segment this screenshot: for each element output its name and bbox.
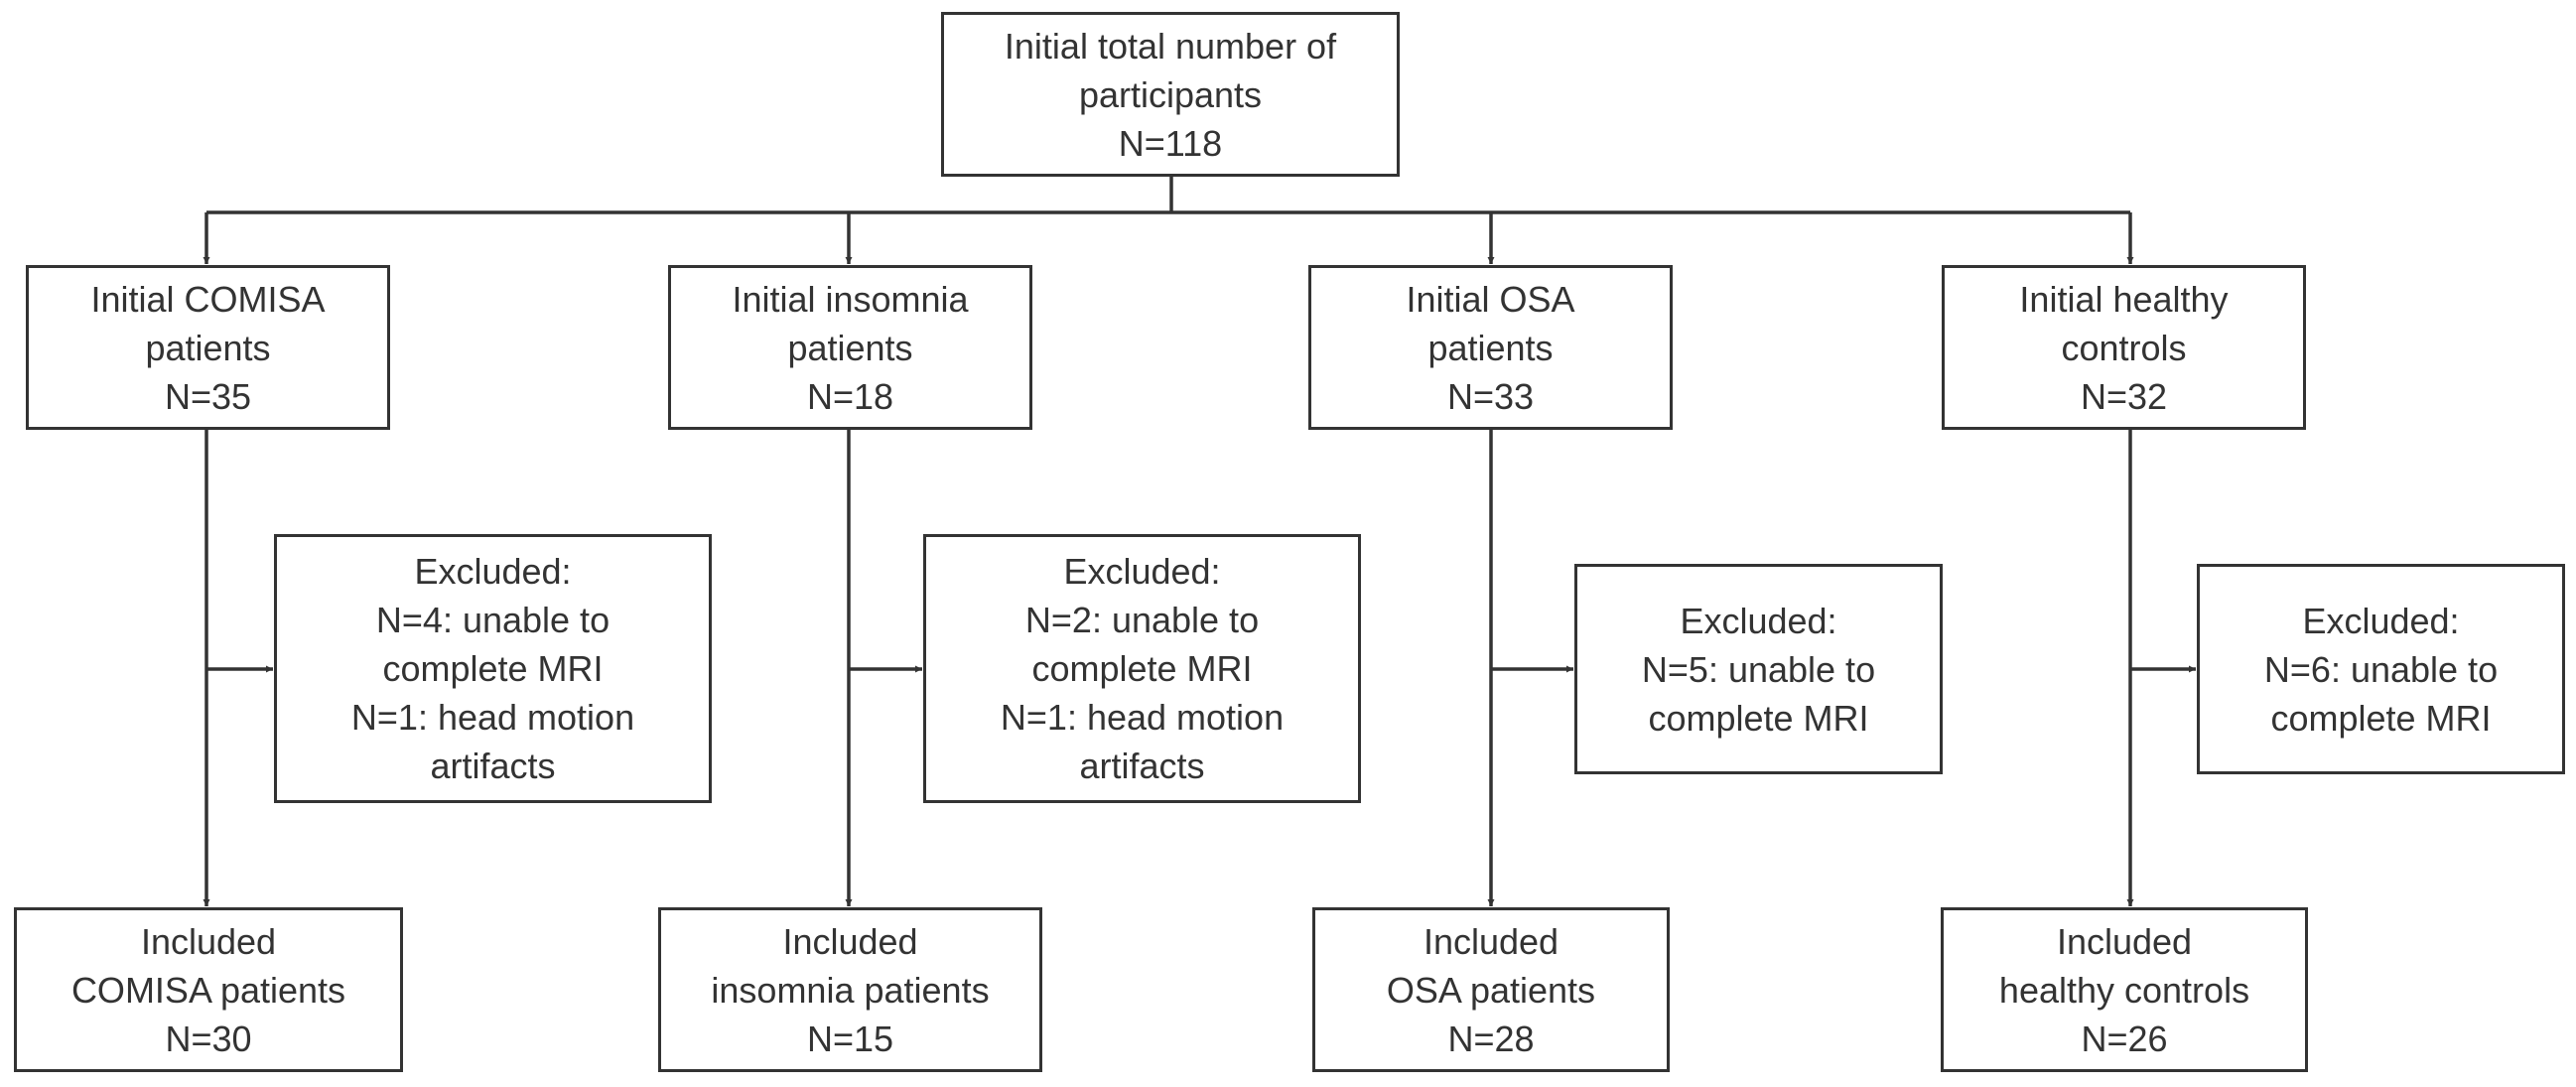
- initial-insomnia-count: N=18: [806, 375, 894, 417]
- included-insomnia-box: Included insomnia patients N=15: [658, 907, 1042, 1072]
- excluded-healthy-line-1: Excluded:: [2302, 600, 2460, 641]
- initial-healthy-line-1: Initial healthy: [2019, 278, 2229, 320]
- initial-insomnia-line-1: Initial insomnia: [732, 278, 969, 320]
- excluded-insomnia-line-1: Excluded:: [1063, 551, 1221, 592]
- initial-comisa-line-1: Initial COMISA: [90, 278, 326, 320]
- initial-healthy-box: Initial healthy controls N=32: [1942, 265, 2306, 430]
- included-osa-line-2: OSA patients: [1386, 969, 1596, 1011]
- excluded-osa-line-3: complete MRI: [1648, 697, 1869, 739]
- excluded-comisa-line-3: complete MRI: [382, 648, 604, 689]
- included-healthy-line-1: Included: [2056, 920, 2193, 962]
- total-participants-line-2: participants: [1078, 73, 1263, 115]
- excluded-comisa-box: Excluded: N=4: unable to complete MRI N=…: [274, 534, 712, 803]
- excluded-comisa-line-2: N=4: unable to: [375, 600, 610, 640]
- excluded-comisa-line-5: artifacts: [430, 746, 556, 786]
- excluded-osa-box: Excluded: N=5: unable to complete MRI: [1574, 564, 1943, 774]
- initial-healthy-count: N=32: [2080, 375, 2168, 417]
- initial-insomnia-line-2: patients: [787, 327, 913, 368]
- included-osa-count: N=28: [1447, 1018, 1535, 1059]
- included-comisa-line-1: Included: [140, 920, 277, 962]
- initial-comisa-line-2: patients: [145, 327, 271, 368]
- excluded-insomnia-line-4: N=1: head motion: [1000, 697, 1285, 738]
- excluded-healthy-line-3: complete MRI: [2270, 697, 2492, 739]
- excluded-osa-line-1: Excluded:: [1680, 600, 1837, 641]
- total-participants-count: N=118: [1118, 122, 1223, 164]
- total-participants-line-1: Initial total number of: [1004, 25, 1337, 67]
- initial-osa-line-2: patients: [1427, 327, 1554, 368]
- excluded-comisa-line-1: Excluded:: [414, 551, 572, 592]
- excluded-insomnia-line-2: N=2: unable to: [1024, 600, 1260, 640]
- excluded-insomnia-line-5: artifacts: [1079, 746, 1205, 786]
- excluded-insomnia-box: Excluded: N=2: unable to complete MRI N=…: [923, 534, 1361, 803]
- initial-osa-count: N=33: [1446, 375, 1535, 417]
- total-participants-box: Initial total number of participants N=1…: [941, 12, 1400, 177]
- initial-healthy-line-2: controls: [2061, 327, 2187, 368]
- initial-comisa-box: Initial COMISA patients N=35: [26, 265, 390, 430]
- included-insomnia-count: N=15: [806, 1018, 894, 1059]
- included-healthy-line-2: healthy controls: [1998, 969, 2250, 1011]
- included-healthy-count: N=26: [2081, 1018, 2168, 1059]
- excluded-healthy-box: Excluded: N=6: unable to complete MRI: [2197, 564, 2565, 774]
- excluded-healthy-line-2: N=6: unable to: [2263, 648, 2499, 690]
- included-insomnia-line-2: insomnia patients: [711, 969, 990, 1011]
- included-osa-box: Included OSA patients N=28: [1312, 907, 1670, 1072]
- excluded-osa-line-2: N=5: unable to: [1641, 648, 1876, 690]
- initial-insomnia-box: Initial insomnia patients N=18: [668, 265, 1032, 430]
- included-comisa-count: N=30: [165, 1018, 252, 1059]
- included-healthy-box: Included healthy controls N=26: [1941, 907, 2308, 1072]
- included-comisa-box: Included COMISA patients N=30: [14, 907, 403, 1072]
- initial-osa-box: Initial OSA patients N=33: [1308, 265, 1673, 430]
- initial-osa-line-1: Initial OSA: [1406, 278, 1575, 320]
- excluded-insomnia-line-3: complete MRI: [1031, 648, 1253, 689]
- initial-comisa-count: N=35: [164, 375, 252, 417]
- included-insomnia-line-1: Included: [782, 920, 918, 962]
- included-osa-line-1: Included: [1423, 920, 1559, 962]
- included-comisa-line-2: COMISA patients: [70, 969, 346, 1011]
- excluded-comisa-line-4: N=1: head motion: [350, 697, 635, 738]
